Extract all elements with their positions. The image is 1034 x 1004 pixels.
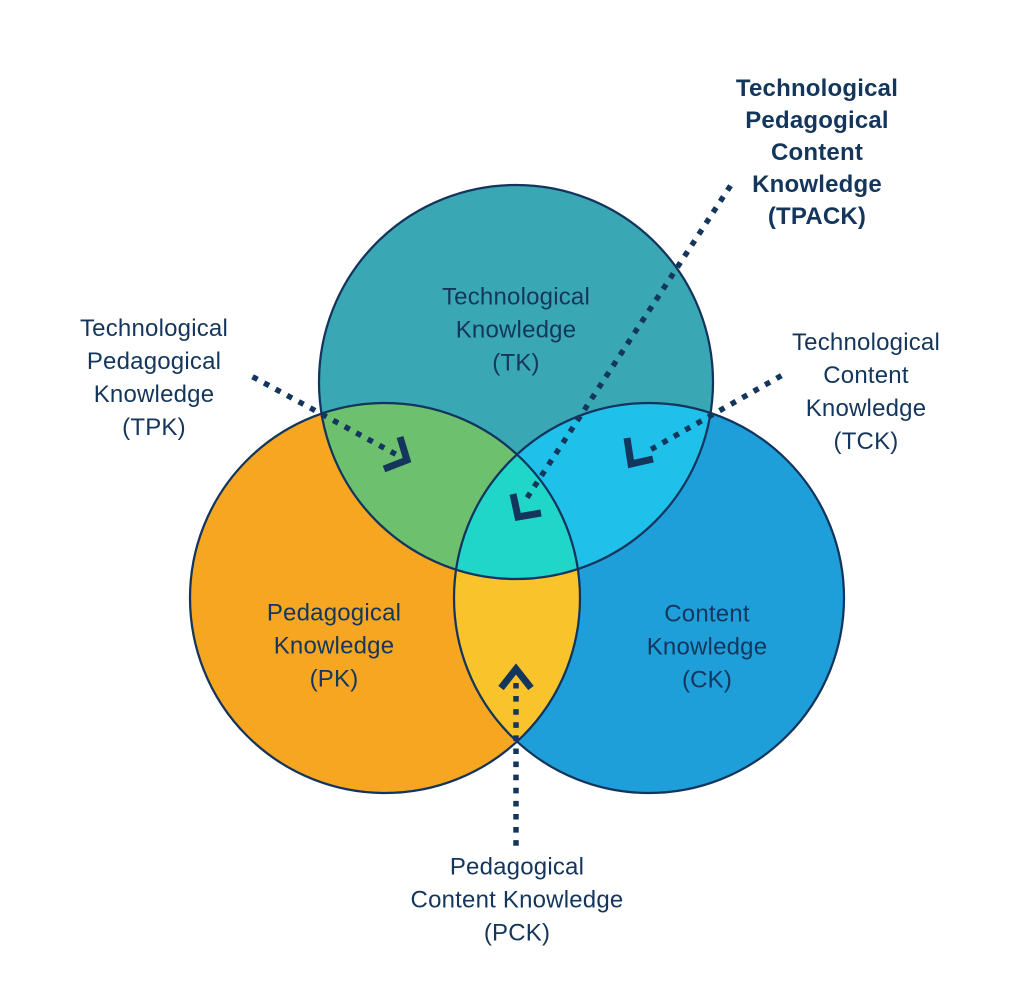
- ck-circle-outline: [452, 401, 846, 795]
- tpack-center-region: [454, 403, 580, 579]
- tck-callout-label: Technological Content Knowledge (TCK): [791, 329, 941, 455]
- tpk-arrowhead-icon: [382, 435, 412, 473]
- pck-arrowhead-icon: [498, 663, 534, 691]
- tk-circle-outline: [317, 183, 715, 581]
- pck-callout-label: Pedagogical Content Knowledge (PCK): [410, 853, 624, 947]
- tck-arrowhead-icon: [623, 437, 654, 469]
- pk-circle-outline: [188, 401, 582, 795]
- tk-circle-label: Technological Knowledge (TK): [441, 283, 591, 377]
- tpk-callout-label: Technological Pedagogical Knowledge (TPK…: [79, 315, 229, 441]
- tpack-arrowhead-icon: [509, 493, 542, 522]
- pk-circle-label: Pedagogical Knowledge (PK): [266, 599, 402, 693]
- ck-circle-label: Content Knowledge (CK): [646, 600, 768, 694]
- tpack-callout-label: Technological Pedagogical Content Knowle…: [735, 75, 899, 230]
- tpk-callout-line: [251, 374, 403, 460]
- tpack-callout-line: [519, 184, 733, 508]
- tck-callout-line: [646, 373, 783, 454]
